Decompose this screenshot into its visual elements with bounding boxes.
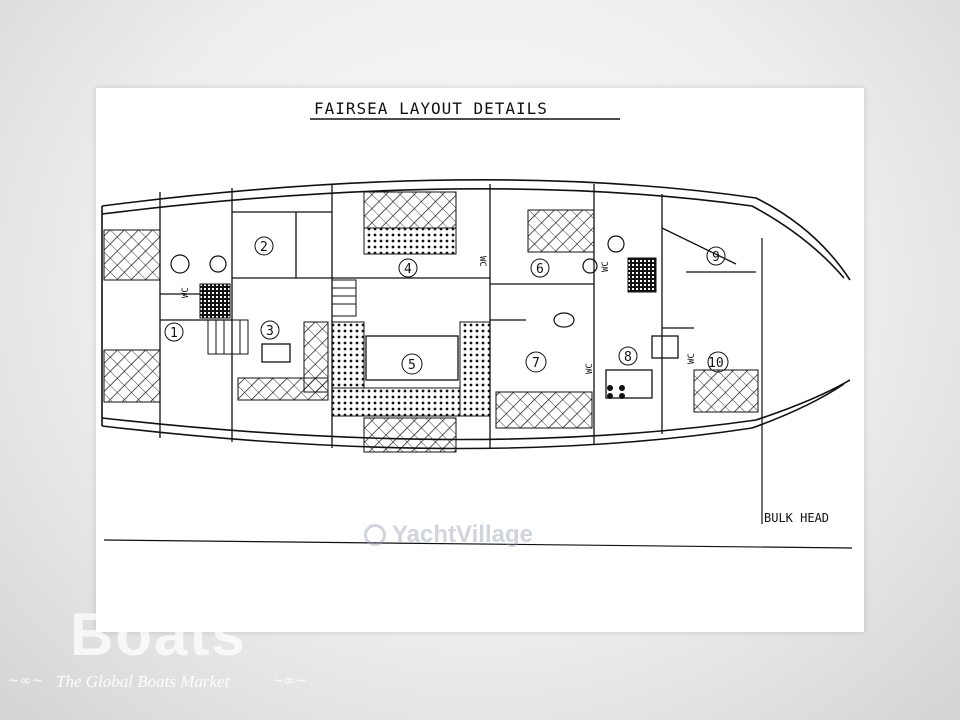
yachtvillage-watermark: YachtVillage [364,520,604,550]
room-8-label: 8 [624,350,632,365]
watermark-text: YachtVillage [392,521,533,548]
room-3-label: 3 [266,324,274,339]
brand-logo: Boats [70,601,247,668]
room-9-label: 9 [712,250,720,265]
room-10-label: 10 [708,356,724,371]
room-5-label: 5 [408,358,416,373]
room-6-label: 6 [536,262,544,277]
wc-label: WC [687,353,697,364]
room-labels: 1 2 3 4 5 6 7 8 9 10 [164,236,729,375]
room-4-label: 4 [404,262,412,277]
layout-drawing: FAIRSEA LAYOUT DETAILS BULK HEAD [96,88,864,632]
ring-icon [364,524,386,546]
bulkhead-label: BULK HEAD [764,511,829,525]
wc-label: WC [585,363,595,374]
room-2-label: 2 [260,240,268,255]
wc-label: WC [601,261,611,272]
room-1-label: 1 [170,326,178,341]
ornament-left-icon: ~∞~ [8,673,44,689]
wc-labels: WC WC WC WC WC [181,256,697,374]
wc-label: WC [181,287,191,298]
ornament-right-icon: ~∞~ [272,673,308,689]
room-7-label: 7 [532,356,540,371]
brand-tagline: The Global Boats Market [56,672,230,691]
floor-plan: FAIRSEA LAYOUT DETAILS BULK HEAD [101,99,853,549]
drawing-title: FAIRSEA LAYOUT DETAILS [314,99,548,118]
wc-label: WC [477,256,487,267]
hull-outline [101,179,851,450]
